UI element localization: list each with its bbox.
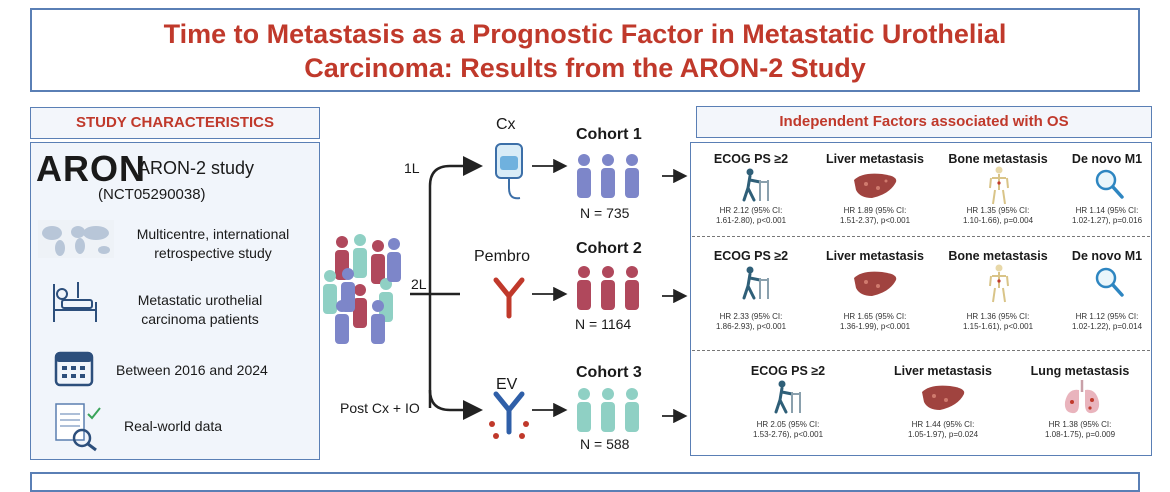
title-line-2: Carcinoma: Results from the ARON-2 Study <box>304 53 866 83</box>
item-4-line-1: Real-world data <box>124 418 223 434</box>
item-2-line-2: carcinoma patients <box>141 311 259 327</box>
g3-hr-liver-2: 1.05-1.97), p=0.024 <box>907 430 979 439</box>
g2-factor-bone: Bone metastasis <box>948 249 1048 263</box>
line-label-post: Post Cx + IO <box>340 400 420 416</box>
g3-hr-lung-1: HR 1.38 (95% CI: <box>1048 420 1112 429</box>
group-divider-1 <box>692 236 1150 237</box>
group-divider-2 <box>692 350 1150 351</box>
g1-hr-denovo-2: 1.02-1.27), p=0.016 <box>1071 216 1143 225</box>
g3-hr-liver-1: HR 1.44 (95% CI: <box>911 420 975 429</box>
walker-icon <box>742 168 769 202</box>
g3-hr-ecog-2: 1.53-2.76), p<0.001 <box>752 430 824 439</box>
item-3-line-1: Between 2016 and 2024 <box>116 362 268 378</box>
pembro-antibody-icon <box>493 277 525 319</box>
patient-crowd-icon <box>323 234 401 344</box>
cohort-2-n: N = 1164 <box>575 316 632 332</box>
g2-factor-liver: Liver metastasis <box>826 249 924 263</box>
line-label-1l: 1L <box>404 160 420 176</box>
g3-factor-liver: Liver metastasis <box>894 364 992 378</box>
skeleton-icon <box>989 166 1009 205</box>
cohort-1-n: N = 735 <box>580 205 630 221</box>
item-2-line-1: Metastatic urothelial <box>137 292 263 308</box>
g2-hr-bone-2: 1.15-1.61), p<0.001 <box>962 322 1034 331</box>
nct-number: (NCT05290038) <box>98 186 206 203</box>
data-search-icon <box>55 403 101 452</box>
liver-icon <box>854 173 897 198</box>
item-1-line-2: retrospective study <box>154 245 272 261</box>
arrow-post <box>428 389 483 420</box>
g2-hr-ecog-2: 1.86-2.93), p<0.001 <box>715 322 787 331</box>
treatment-pembro: Pembro <box>474 248 531 265</box>
g3-hr-ecog-1: HR 2.05 (95% CI: <box>756 420 820 429</box>
g1-hr-bone-2: 1.10-1.66), p=0.004 <box>962 216 1034 225</box>
patient-bed-icon <box>53 282 97 322</box>
g2-hr-denovo-2: 1.02-1.22), p=0.014 <box>1071 322 1143 331</box>
calendar-icon <box>54 351 94 387</box>
g3-factor-ecog: ECOG PS ≥2 <box>750 364 826 378</box>
g1-factor-ecog: ECOG PS ≥2 <box>713 152 789 166</box>
cohort-1-title: Cohort 1 <box>576 126 642 143</box>
liver-icon <box>922 385 965 410</box>
g2-factor-denovo: De novo M1 <box>1071 249 1143 263</box>
magnifier-icon <box>1095 267 1124 297</box>
treatment-ev: EV <box>496 376 518 393</box>
g2-hr-bone-1: HR 1.36 (95% CI: <box>966 312 1030 321</box>
title-line-1: Time to Metastasis as a Prognostic Facto… <box>163 19 1007 49</box>
lungs-icon <box>1064 380 1100 414</box>
g1-hr-liver-2: 1.51-2.37), p<0.001 <box>839 216 911 225</box>
g1-factor-liver: Liver metastasis <box>826 152 924 166</box>
study-name: ARON-2 study <box>138 158 255 178</box>
g1-hr-denovo-1: HR 1.14 (95% CI: <box>1075 206 1139 215</box>
cohort-3-people-icon <box>577 388 639 432</box>
treatment-flow-diagram <box>323 143 688 439</box>
magnifier-icon <box>1095 169 1124 199</box>
g1-hr-ecog-2: 1.61-2.80), p<0.001 <box>715 216 787 225</box>
g1-hr-liver-1: HR 1.89 (95% CI: <box>843 206 907 215</box>
cohort-2-people-icon <box>577 266 639 310</box>
walker-icon <box>742 266 769 300</box>
bottom-panel-cutoff <box>30 472 1140 492</box>
title-box: Time to Metastasis as a Prognostic Facto… <box>30 8 1140 92</box>
cohort-3-title: Cohort 3 <box>576 364 642 381</box>
ev-antibody-icon <box>489 391 529 439</box>
skeleton-icon <box>989 264 1009 303</box>
iv-bag-icon <box>495 143 523 200</box>
g2-hr-liver-1: HR 1.65 (95% CI: <box>843 312 907 321</box>
world-map-icon <box>38 220 114 258</box>
g1-hr-ecog-1: HR 2.12 (95% CI: <box>719 206 783 215</box>
g3-factor-lung: Lung metastasis <box>1030 364 1130 378</box>
walker-icon <box>774 380 801 414</box>
liver-icon <box>854 271 897 296</box>
cohort-1-people-icon <box>577 154 639 198</box>
g3-hr-lung-2: 1.08-1.75), p=0.009 <box>1044 430 1116 439</box>
line-label-2l: 2L <box>411 276 427 292</box>
aron-logo: ARON <box>36 148 146 189</box>
g2-hr-denovo-1: HR 1.12 (95% CI: <box>1075 312 1139 321</box>
independent-factors-header: Independent Factors associated with OS <box>696 106 1152 138</box>
cohort-3-n: N = 588 <box>580 436 630 452</box>
g1-factor-bone: Bone metastasis <box>948 152 1048 166</box>
arrow-1l <box>428 156 483 408</box>
g2-hr-liver-2: 1.36-1.99), p<0.001 <box>839 322 911 331</box>
item-1-line-1: Multicentre, international <box>136 226 290 242</box>
g1-factor-denovo: De novo M1 <box>1071 152 1143 166</box>
g2-hr-ecog-1: HR 2.33 (95% CI: <box>719 312 783 321</box>
cohort-2-title: Cohort 2 <box>576 240 642 257</box>
g2-factor-ecog: ECOG PS ≥2 <box>713 249 789 263</box>
study-characteristics-header: STUDY CHARACTERISTICS <box>30 107 320 139</box>
g1-hr-bone-1: HR 1.35 (95% CI: <box>966 206 1030 215</box>
treatment-cx: Cx <box>496 116 516 133</box>
